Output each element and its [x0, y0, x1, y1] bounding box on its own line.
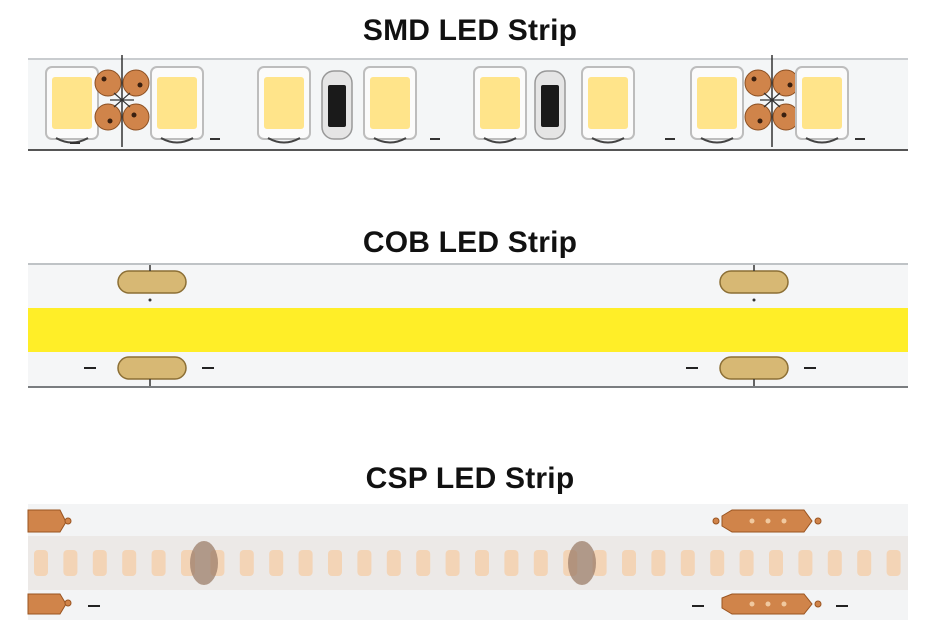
csp-led-chip [239, 550, 254, 576]
smd-led-chip [150, 66, 204, 144]
cob-light-band [28, 308, 908, 352]
csp-led-chip [886, 550, 901, 576]
cob-pad-left-bottom [84, 356, 214, 386]
csp-led-chip [416, 550, 431, 576]
smd-solder-pad [94, 55, 150, 147]
cob-strip-title: COB LED Strip [362, 226, 578, 259]
csp-led-chip [592, 550, 607, 576]
csp-led-chip [769, 550, 783, 576]
smd-resistor [534, 70, 566, 140]
smd-solder-pad [744, 55, 800, 147]
csp-led-chip [122, 550, 137, 576]
csp-led-chip [357, 550, 372, 576]
smd-led-chip [257, 66, 311, 144]
csp-led-chip [386, 550, 401, 576]
csp-led-chip [622, 550, 636, 576]
csp-resistor [568, 541, 596, 585]
csp-led-chip [269, 550, 284, 576]
csp-led-chip [92, 550, 107, 576]
csp-led-chip [798, 550, 813, 576]
csp-led-chip [739, 550, 754, 576]
smd-led-chip [363, 66, 417, 144]
smd-strip-title: SMD LED Strip [362, 14, 578, 47]
csp-led-chip [475, 550, 489, 576]
csp-led-chip [151, 550, 166, 576]
smd-resistor [321, 70, 353, 140]
smd-led-strip [28, 55, 908, 151]
csp-led-chip [504, 550, 519, 576]
cob-pad-right-top [719, 265, 789, 302]
csp-pad-right-bottom [692, 593, 848, 615]
csp-led-chip [298, 550, 313, 576]
csp-led-chip [857, 550, 872, 576]
csp-led-chip [680, 550, 695, 576]
csp-resistor [190, 541, 218, 585]
csp-pad-left-top [27, 509, 72, 533]
csp-strip-title: CSP LED Strip [365, 462, 575, 495]
smd-led-chip [795, 66, 849, 144]
csp-pad-left-bottom [27, 593, 100, 615]
csp-led-strip [27, 504, 908, 620]
csp-led-chip [710, 550, 725, 576]
smd-led-chip [473, 66, 527, 144]
csp-led-chip [34, 550, 48, 576]
smd-led-chip [45, 66, 99, 144]
smd-led-chip [581, 66, 635, 144]
csp-led-chip [63, 550, 78, 576]
csp-led-chip [827, 550, 842, 576]
csp-led-chip [445, 550, 460, 576]
cob-led-strip [28, 263, 908, 388]
csp-led-chip [651, 550, 666, 576]
cob-pad-right-bottom [686, 356, 816, 386]
csp-pad-right-top [712, 509, 822, 533]
cob-pad-left-top [117, 265, 187, 302]
csp-led-chip [328, 550, 342, 576]
smd-led-chip [690, 66, 744, 144]
csp-led-band [28, 536, 908, 590]
csp-led-chip [533, 550, 548, 576]
